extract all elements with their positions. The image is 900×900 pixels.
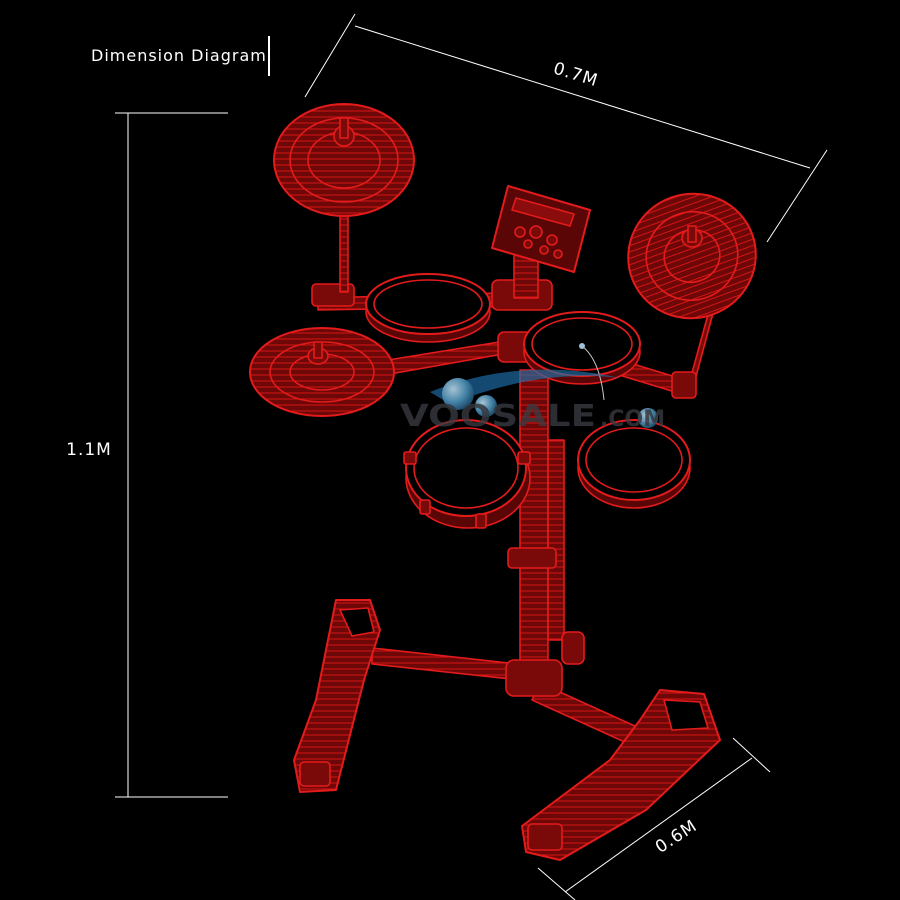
dimension-lines [115,13,828,900]
watermark-text: VOOSALE [400,399,596,434]
ride-cymbal-icon [627,192,757,320]
width-dimension-line [354,25,811,169]
crash-cymbal-icon [273,103,415,217]
height-dimension-label: 1.1M [66,440,112,460]
watermark-swoosh [430,369,620,404]
width-dimension-label: 0.7M [551,59,601,91]
rear-leg-left [371,647,521,681]
caption-divider [268,36,270,76]
width-dimension-tick-left [304,13,356,98]
depth-dimension-tick-near [537,867,576,900]
drum-module-icon [491,185,591,273]
watermark-suffix: .COM [600,407,665,432]
hihat-pedal-icon [293,599,381,793]
watermark-ball-icon [475,395,497,417]
diagram-caption: Dimension Diagram [91,46,267,65]
watermark-ball-icon [442,378,474,410]
watermark-ball-icon [638,408,658,428]
depth-dimension-tick-far [732,737,771,773]
trigger-cable [581,345,605,401]
watermark: VOOSALE .COM [400,369,665,434]
width-dimension-tick-right [766,149,828,243]
cable-jack [579,343,585,349]
center-stand-pole [505,369,585,697]
hihat-cymbal-icon [249,327,395,417]
snare-pad-icon [403,419,531,529]
depth-dimension-label: 0.6M [652,816,701,858]
floor-tom-pad [577,419,691,509]
kick-pedal-icon [521,689,721,861]
depth-dimension-line [564,757,753,893]
tom-pad-icon [365,273,491,343]
